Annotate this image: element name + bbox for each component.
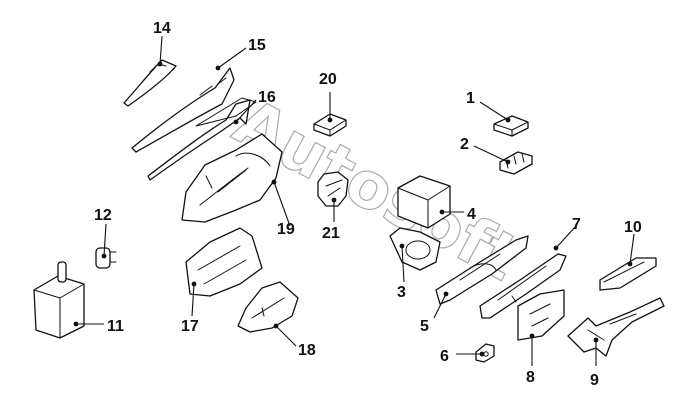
- part-11-reservoir: [33, 261, 85, 339]
- callout-8: 8: [526, 369, 535, 386]
- callout-10: 10: [624, 219, 642, 236]
- leader-lines: [76, 35, 635, 366]
- callout-1: 1: [466, 90, 475, 107]
- part-2-clip: [499, 151, 533, 175]
- callout-18: 18: [298, 342, 316, 359]
- part-16-reinforcement: [147, 97, 257, 181]
- callout-15: 15: [248, 37, 266, 54]
- part-12-sensor: [95, 247, 117, 269]
- part-9-crossmember: [567, 297, 665, 357]
- callout-16: 16: [258, 89, 276, 106]
- part-18-bracket: [237, 281, 299, 333]
- part-15-strip: [131, 67, 235, 153]
- part-6-bracket: [475, 343, 495, 363]
- callout-14: 14: [153, 20, 171, 37]
- callout-12: 12: [94, 207, 112, 224]
- callout-21: 21: [322, 225, 340, 242]
- part-8-plate: [517, 289, 565, 341]
- callout-20: 20: [319, 71, 337, 88]
- callout-3: 3: [397, 284, 406, 301]
- part-19-panel: [181, 133, 283, 223]
- part-5-rail: [435, 235, 529, 305]
- callout-labels: 1 2 3 4 5 6 7 8 9 10 11 12 14 15 16 17 1…: [94, 20, 642, 389]
- callout-5: 5: [420, 318, 429, 335]
- callout-19: 19: [277, 221, 295, 238]
- callout-7: 7: [572, 216, 581, 233]
- part-21-bracket: [317, 171, 349, 207]
- callout-9: 9: [590, 372, 599, 389]
- leader-dots: [73, 61, 633, 357]
- callout-2: 2: [460, 136, 469, 153]
- part-4-box: [397, 175, 451, 229]
- callout-6: 6: [440, 348, 449, 365]
- part-17-panel: [185, 227, 263, 297]
- callout-11: 11: [107, 318, 124, 335]
- part-7-rail: [479, 253, 567, 319]
- callout-4: 4: [467, 206, 476, 223]
- part-10-bar: [599, 257, 657, 291]
- part-1-block: [493, 115, 529, 137]
- callout-17: 17: [181, 318, 199, 335]
- part-14-blade: [123, 59, 177, 107]
